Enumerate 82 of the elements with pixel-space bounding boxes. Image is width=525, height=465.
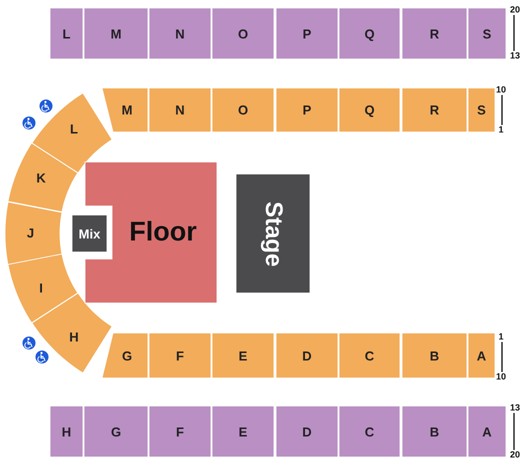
seating-section [212, 8, 274, 59]
section-label: D [302, 349, 312, 362]
seating-section [339, 333, 400, 378]
section-label: S [482, 27, 492, 40]
row-number: 1 [498, 126, 504, 134]
seating-section [402, 88, 467, 132]
seating-section [276, 88, 338, 132]
seating-section [402, 333, 467, 378]
mix-position-label: Mix [78, 227, 100, 240]
section-label: Q [364, 27, 375, 40]
seating-section [50, 8, 83, 59]
seating-section [468, 88, 495, 132]
seating-section [102, 88, 148, 132]
seating-section [149, 8, 211, 59]
row-number: 13 [510, 404, 520, 412]
stage [236, 174, 310, 293]
seating-section [339, 406, 400, 457]
section-label: L [62, 27, 70, 40]
row-number: 10 [496, 372, 506, 382]
seating-section [8, 143, 78, 212]
seating-section [8, 254, 78, 323]
section-label: O [238, 104, 248, 116]
seating-section [276, 406, 338, 457]
seating-section [212, 88, 274, 132]
section-label: R [430, 27, 440, 40]
section-label: J [26, 226, 34, 240]
seating-section [102, 333, 148, 378]
section-label: F [176, 349, 184, 362]
section-label: B [430, 425, 440, 438]
section-label: M [110, 27, 122, 40]
section-label: A [476, 349, 486, 362]
seating-section [149, 333, 211, 378]
seating-section [84, 406, 148, 457]
section-label: M [122, 104, 132, 116]
row-number: 20 [510, 6, 520, 14]
seating-section [84, 8, 148, 59]
seating-section [339, 8, 400, 59]
section-label: Q [364, 104, 375, 116]
section-label: C [364, 425, 374, 438]
section-label: C [364, 349, 374, 362]
seating-section [468, 8, 506, 59]
seating-section [339, 88, 400, 132]
section-label: N [175, 104, 185, 116]
seating-section [276, 333, 338, 378]
section-label: D [302, 425, 312, 438]
seating-section [402, 406, 467, 457]
floor-section-label: Floor [129, 218, 197, 246]
seating-section [50, 406, 83, 457]
seating-section [32, 93, 112, 174]
seating-section [5, 202, 62, 264]
seating-section [212, 333, 274, 378]
section-label: G [110, 425, 122, 438]
stage-label: Stage [261, 200, 285, 266]
section-label: K [36, 172, 46, 185]
seating-section [149, 88, 211, 132]
section-label: P [302, 104, 312, 116]
mix-position [72, 215, 107, 252]
seating-section [402, 8, 467, 59]
section-label: F [176, 425, 184, 438]
row-number: 13 [510, 52, 520, 60]
seating-section [468, 406, 506, 457]
section-label: O [238, 27, 248, 40]
section-label: P [302, 27, 312, 40]
section-label: R [430, 104, 440, 116]
section-label: G [122, 350, 132, 362]
section-label: L [70, 122, 78, 136]
section-label: B [430, 349, 440, 362]
seating-section [149, 406, 211, 457]
section-label: H [62, 425, 72, 438]
row-number: 20 [510, 450, 520, 460]
section-label: H [69, 330, 79, 344]
section-label: E [238, 425, 248, 438]
section-label: E [238, 349, 248, 362]
section-label: I [39, 281, 43, 294]
section-label: S [477, 104, 486, 116]
section-label: A [482, 425, 492, 438]
seating-section [468, 333, 495, 378]
section-label: N [175, 27, 185, 40]
row-number: 10 [496, 86, 506, 94]
seating-section [212, 406, 274, 457]
row-number: 1 [498, 332, 504, 342]
seating-section [276, 8, 338, 59]
